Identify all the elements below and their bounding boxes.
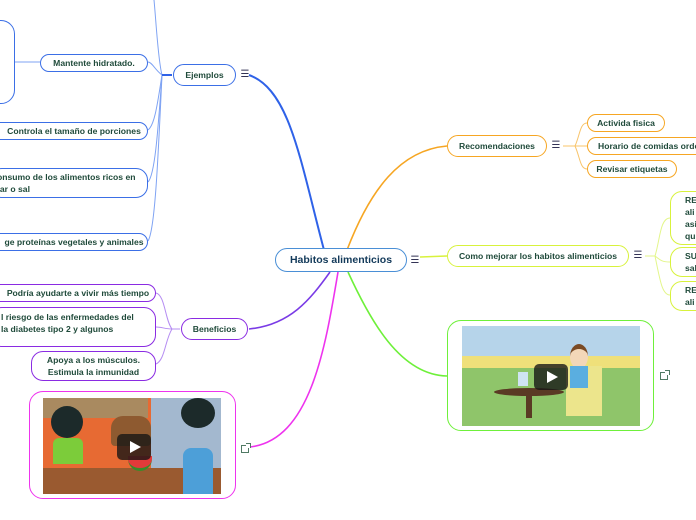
como-mejorar-menu-icon[interactable]: ☰ [633, 250, 643, 261]
recomendaciones-child-horario[interactable]: Horario de comidas orde [587, 137, 696, 155]
thumbnail-person-3-body [183, 448, 213, 494]
central-node[interactable]: Habitos alimenticios [275, 248, 407, 272]
branch-como-mejorar[interactable]: Como mejorar los habitos alimenticios [447, 245, 629, 267]
branch-ejemplos-label: Ejemplos [185, 70, 224, 80]
ejemplos-child-image-node[interactable] [0, 20, 15, 104]
beneficios-child-musculos[interactable]: Apoya a los músculos. Estimula la inmuni… [31, 351, 156, 381]
beneficios-child-riesgo[interactable]: l riesgo de las enfermedades del la diab… [0, 307, 156, 347]
thumbnail-fence [462, 356, 640, 368]
connector-ejemplos [248, 74, 325, 251]
connector-como-mejorar [419, 255, 448, 258]
connector-beneficios [248, 271, 331, 330]
branch-recomendaciones[interactable]: Recomendaciones [447, 135, 547, 157]
como-mejorar-child-connectors [645, 217, 671, 296]
thumbnail-boy-head [570, 344, 588, 369]
recomendaciones-menu-icon[interactable]: ☰ [551, 140, 561, 151]
thumbnail-sky-city [462, 326, 640, 358]
external-link-icon-right[interactable] [660, 370, 670, 380]
ejemplos-child-proteinas[interactable]: ge proteínas vegetales y animales [0, 233, 148, 251]
thumbnail-table-leg [526, 394, 532, 418]
play-button-left[interactable] [117, 434, 151, 460]
connector-video-right [347, 271, 448, 377]
recomendaciones-child-actividad[interactable]: Activida fisica [587, 114, 665, 132]
beneficios-child-connectors [155, 292, 180, 365]
connector-recomendaciones [346, 145, 448, 251]
branch-beneficios[interactable]: Beneficios [181, 318, 248, 340]
thumbnail-table [494, 388, 564, 396]
video-node-right[interactable] [447, 320, 654, 431]
como-mejorar-child-1[interactable]: RE ali asi qu [670, 191, 696, 245]
ejemplos-child-porciones[interactable]: Controla el tamaño de porciones [0, 122, 148, 140]
branch-ejemplos[interactable]: Ejemplos [173, 64, 236, 86]
play-button-right[interactable] [534, 364, 568, 390]
thumbnail-person-1 [51, 406, 83, 438]
connector-video-left [249, 271, 339, 448]
thumbnail-boy-body [570, 366, 588, 388]
external-link-icon-left[interactable] [241, 443, 251, 453]
ejemplos-child-hidratado[interactable]: Mantente hidratado. [40, 54, 148, 72]
video-node-left[interactable] [29, 391, 236, 499]
como-mejorar-child-3[interactable]: RE ali [670, 281, 696, 311]
ejemplos-child-consumo[interactable]: onsumo de los alimentos ricos en tar o s… [0, 168, 148, 198]
thumbnail-person-3 [181, 398, 215, 428]
video-thumbnail-left[interactable] [43, 398, 221, 494]
beneficios-child-vivir[interactable]: Podría ayudarte a vivir más tiempo [0, 284, 156, 302]
thumbnail-jug [518, 372, 528, 386]
central-node-label: Habitos alimenticios [289, 254, 393, 266]
como-mejorar-child-2[interactable]: SU sal [670, 247, 696, 277]
ejemplos-child-connectors [14, 0, 172, 242]
video-thumbnail-right[interactable] [462, 326, 640, 426]
recomendaciones-child-etiquetas[interactable]: Revisar etiquetas [587, 160, 677, 178]
thumbnail-person-1-body [53, 438, 83, 464]
central-menu-icon[interactable]: ☰ [410, 255, 420, 266]
recomendaciones-child-connectors [563, 122, 588, 170]
ejemplos-menu-icon[interactable]: ☰ [240, 69, 250, 80]
